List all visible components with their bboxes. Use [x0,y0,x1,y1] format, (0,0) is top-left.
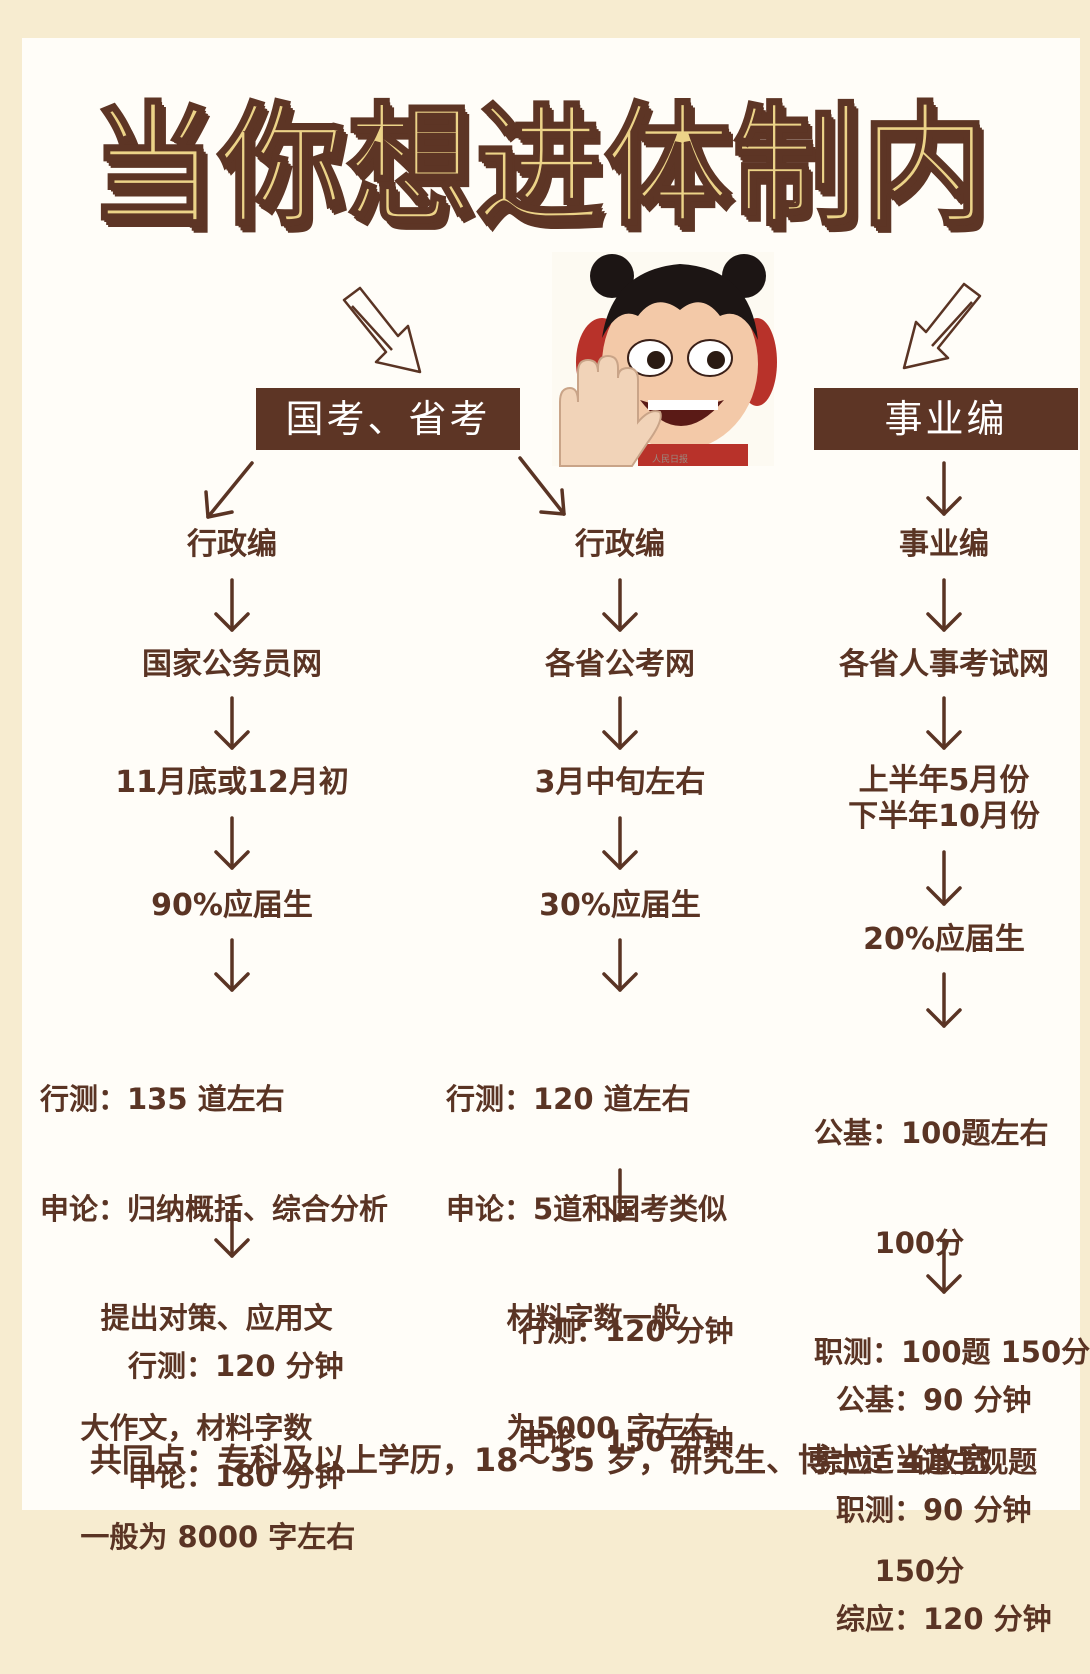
duration-line: 公基：90 分钟 [836,1383,1032,1417]
duration-line: 行测：120 分钟 [518,1314,734,1348]
provincial-duration: 行测：120 分钟 申论：150 分钟 [518,1240,734,1496]
decorative-arrow-right-icon [902,282,982,370]
decorative-arrow-left-icon [342,286,422,374]
arrow-down-icon [926,972,962,1028]
provincial-site: 各省公考网 [545,647,695,682]
content-line: 公基：100题左右 [814,1116,1049,1150]
content-line: 综应：4道主观题 [814,1444,1038,1479]
banner-public-institution: 事业编 [814,388,1078,450]
flow-arrows [204,282,982,1294]
institution-content: 公基：100题左右 100分 职测：100题 150分 综应：4道主观题 150… [814,1042,1090,1626]
content-line: 150分 [814,1554,965,1588]
arrow-down-icon [926,696,962,750]
national-type: 行政编 [187,527,277,562]
duration-line: 综应：120 分钟 [836,1602,1052,1636]
content-line: 为5000 字左右 [446,1410,714,1445]
arrow-down-icon [214,578,250,632]
national-content: 行测：135 道左右 申论：归纳概括、综合分析 提出对策、应用文 大作文，材料字… [40,1008,388,1592]
arrow-down-icon [602,938,638,992]
arrow-down-icon [214,1204,250,1258]
arrow-down-icon [602,578,638,632]
national-site: 国家公务员网 [142,647,322,682]
duration-line: 申论：150 分钟 [518,1423,734,1458]
institution-site: 各省人事考试网 [839,647,1049,682]
content-line: 一般为 8000 字左右 [40,1520,356,1554]
content-line: 100分 [814,1225,965,1260]
waving-cartoon-girl-icon: 人民日报 [552,252,777,467]
arrow-down-icon [214,696,250,750]
national-ratio: 90%应届生 [151,888,313,923]
common-requirements: 共同点：专科及以上学历，18～35 岁，研究生、博士适当放宽 [89,1441,991,1479]
provincial-type: 行政编 [575,527,665,562]
arrow-down-icon [214,816,250,870]
institution-duration: 公基：90 分钟 职测：90 分钟 综应：120 分钟 [836,1309,1052,1674]
content-line: 大作文，材料字数 [40,1410,313,1445]
provincial-ratio: 30%应届生 [539,888,701,923]
institution-time-second-half: 下半年10月份 [848,799,1040,834]
content-line: 提出对策、应用文 [40,1301,333,1335]
content-line: 行测：120 道左右 [446,1082,691,1116]
duration-line: 行测：120 分钟 [128,1349,344,1383]
national-duration: 行测：120 分钟 申论：180 分钟 [128,1275,344,1531]
arrow-down-left-icon [204,461,254,519]
duration-line: 职测：90 分钟 [836,1492,1032,1527]
content-line: 申论：5道和国考类似 [446,1191,728,1226]
content-line: 行测：135 道左右 [40,1082,285,1116]
arrow-down-icon [926,1238,962,1294]
content-line: 职测：100题 150分 [814,1335,1090,1369]
content-card [22,38,1080,1510]
national-time: 11月底或12月初 [115,765,349,800]
arrow-down-icon [926,850,962,906]
arrow-down-right-icon [518,456,566,516]
provincial-time: 3月中旬左右 [534,765,706,800]
arrow-down-icon [602,1168,638,1222]
banner-civil-service-exam: 国考、省考 [256,388,520,450]
duration-line: 申论：180 分钟 [128,1458,344,1493]
arrow-down-icon [926,461,962,516]
arrow-down-icon [602,816,638,870]
institution-ratio: 20%应届生 [863,922,1025,957]
arrow-down-icon [602,696,638,750]
page-title: 当你想进体制内 [88,90,991,244]
watermark-text: 人民日报 [652,453,688,465]
institution-time-first-half: 上半年5月份 [858,763,1030,798]
institution-type: 事业编 [899,527,989,562]
content-line: 材料字数一般 [446,1301,681,1335]
provincial-content: 行测：120 道左右 申论：5道和国考类似 材料字数一般 为5000 字左右 [446,1008,727,1483]
arrow-down-icon [214,938,250,992]
content-line: 申论：归纳概括、综合分析 [40,1191,389,1226]
arrow-down-icon [926,578,962,632]
